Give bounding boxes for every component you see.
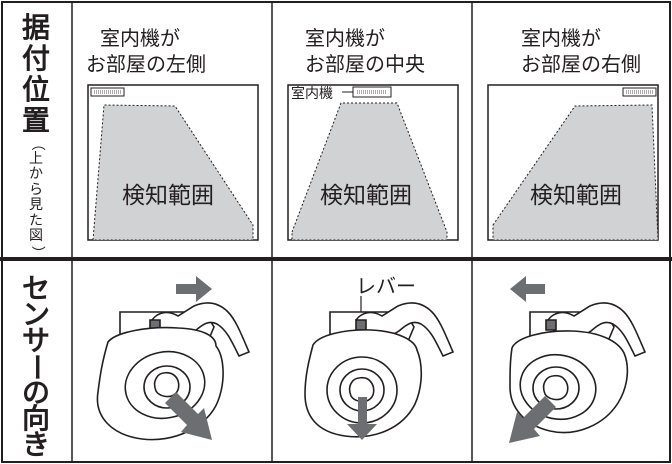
row-note-char: か	[29, 166, 43, 182]
indoor-unit-tag: 室内機	[291, 86, 333, 102]
indoor-unit-icon	[352, 86, 392, 98]
panel-caption-line2: お部屋の左側	[86, 52, 206, 76]
row-title-char: 据	[21, 11, 50, 44]
row-note-char: ら	[29, 181, 43, 198]
direction-arrow-icon	[509, 396, 556, 443]
row-note-char: た	[29, 212, 43, 229]
row-title-char: サ	[21, 324, 50, 357]
row-note-char: 図	[29, 228, 43, 244]
row-title-char: の	[21, 376, 50, 409]
room-diagram-left	[87, 84, 259, 241]
sensor-illustration-center	[304, 296, 455, 440]
detection-zone-label: 検知範囲	[530, 183, 622, 209]
row-title-char: 向	[21, 402, 50, 435]
room-diagram-center	[287, 84, 459, 241]
row-title-char: ー	[19, 352, 53, 382]
panel-caption-line1: 室内機が	[100, 26, 180, 50]
row-title-orientation: セ ン サ ー の 向 き	[19, 272, 53, 461]
row-title-char: 位	[21, 73, 50, 106]
indoor-unit-icon	[622, 87, 657, 97]
panel-caption-line1: 室内機が	[521, 26, 601, 50]
room-diagram-right	[487, 84, 659, 241]
detection-zone-label: 検知範囲	[122, 183, 214, 209]
row-title-char: ン	[21, 298, 50, 331]
panel-caption-line2: お部屋の中央	[305, 52, 425, 76]
arrow-left-icon	[510, 276, 545, 302]
arrow-right-icon	[176, 276, 212, 302]
indoor-unit-icon	[90, 87, 125, 97]
lever-label: レバー	[356, 274, 416, 298]
row-title-char: 置	[21, 104, 50, 137]
row-note-char: ）	[28, 245, 45, 260]
panel-caption-line1: 室内機が	[305, 26, 385, 50]
row-title-char: き	[21, 428, 50, 461]
row-title-char: 付	[21, 42, 50, 75]
detection-zone-label: 検知範囲	[320, 183, 412, 209]
row-note-char: 上	[29, 150, 43, 167]
direction-arrow-icon	[165, 392, 212, 440]
row-note-char: 見	[29, 197, 43, 213]
row-title-char: セ	[21, 272, 50, 305]
row-note-char: （	[28, 136, 45, 151]
sensor-illustration-right	[509, 276, 647, 443]
sensor-illustration-left	[96, 276, 251, 441]
panel-caption-line2: お部屋の右側	[521, 52, 641, 76]
row-title-position: 据 付 位 置 （ 上 か ら 見 た 図 ）	[20, 12, 52, 260]
direction-arrow-icon	[347, 397, 377, 440]
